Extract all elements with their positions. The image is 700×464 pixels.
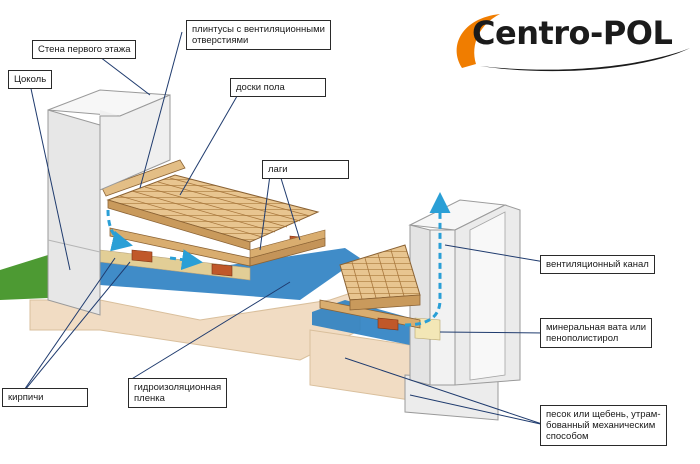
label-sand: песок или щебень, утрам- бованный механи… — [540, 405, 667, 446]
brick-right — [377, 317, 399, 331]
label-insulation: минеральная вата или пенополистирол — [540, 318, 653, 348]
label-insulation-line2: пенополистирол — [546, 333, 619, 344]
label-waterproofing-line1: гидроизоляционная — [134, 382, 222, 393]
label-floor-boards: доски пола — [230, 78, 326, 97]
label-sand-line3: способом — [546, 431, 589, 442]
airflow-arrow-left-2 — [169, 249, 203, 271]
label-plinths-line1: плинтусы с вентиляционными — [192, 24, 325, 35]
label-bricks: кирпичи — [2, 388, 89, 407]
label-sand-line2: бованный механическим — [546, 420, 656, 431]
plinth-left — [101, 159, 186, 197]
label-wall-first-floor: Стена первого этажа — [32, 40, 137, 59]
logo-text: Centro-POL — [472, 14, 673, 52]
leader-lines — [19, 31, 546, 426]
wall-left — [47, 89, 171, 316]
grass — [0, 255, 48, 300]
label-insulation-line1: минеральная вата или — [546, 322, 647, 333]
label-sand-line1: песок или щебень, утрам- — [546, 409, 661, 420]
label-vent-channel: вентиляционный канал — [540, 255, 655, 274]
wall-right — [408, 199, 521, 386]
label-plinths: плинтусы с вентиляционными отверстиями — [186, 20, 331, 50]
left-section — [0, 89, 361, 361]
label-socle: Цоколь — [8, 70, 53, 89]
label-waterproofing: гидроизоляционная пленка — [128, 378, 228, 408]
right-section — [309, 192, 521, 421]
label-waterproofing-line2: пленка — [134, 393, 165, 404]
logo-swoosh-icon — [456, 14, 690, 72]
insulation-right — [414, 317, 441, 341]
joists-left — [109, 227, 326, 267]
floor-board-lines-left — [119, 177, 311, 238]
floor-board-lines-right — [351, 249, 405, 300]
label-joists: лаги — [262, 160, 349, 179]
label-plinths-line2: отверстиями — [192, 35, 249, 46]
floor-boards-right-edge — [349, 294, 421, 311]
floor-boards-left-edge — [107, 199, 251, 251]
airflow-arrow-left — [106, 209, 133, 252]
centro-pol-logo: Centro-POL — [440, 6, 698, 76]
